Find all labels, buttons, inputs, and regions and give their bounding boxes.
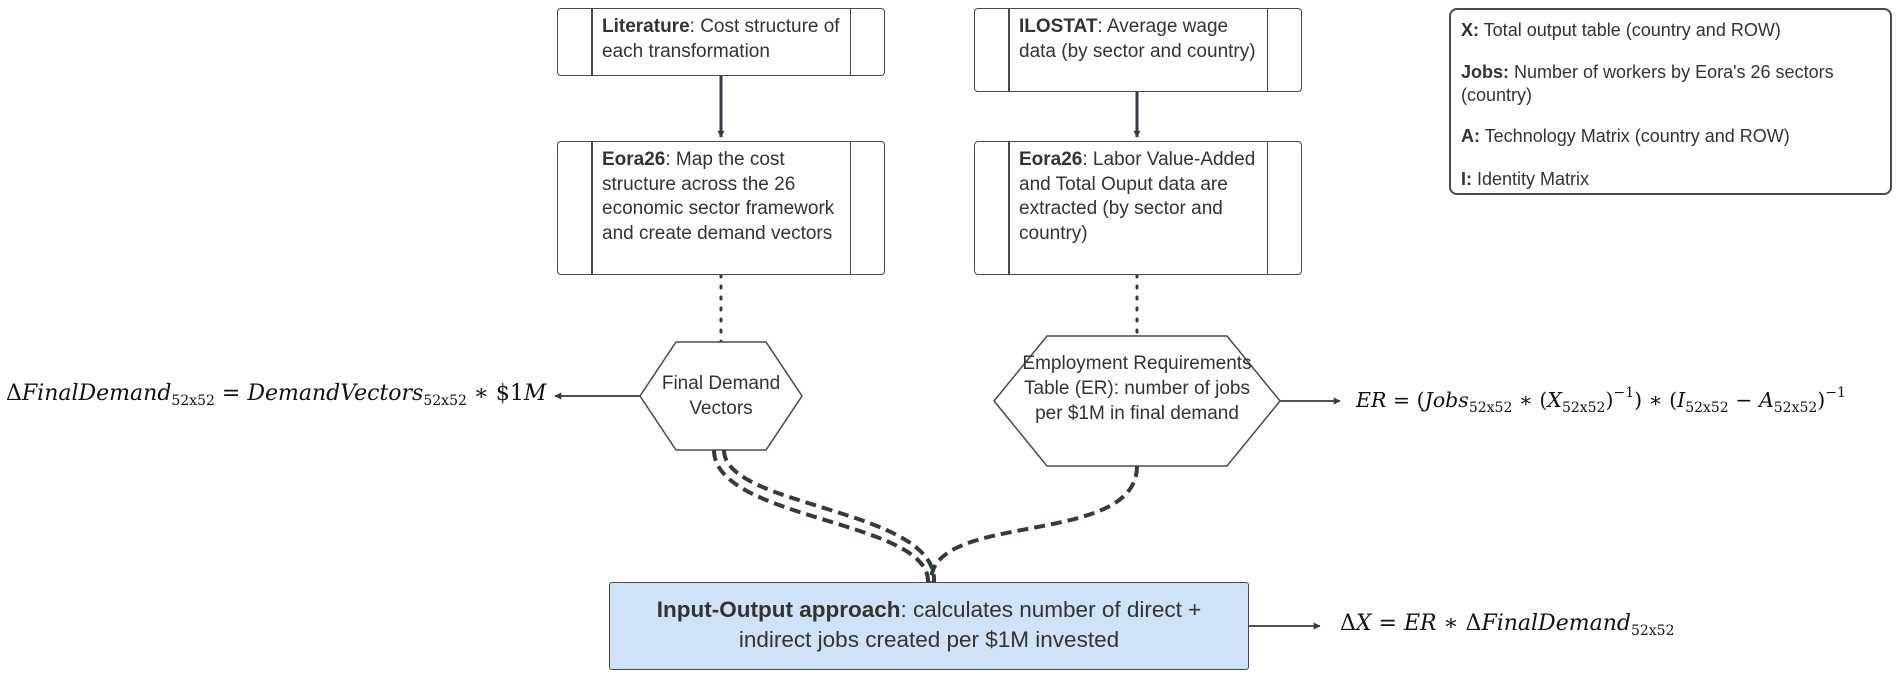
legend-item-a: A: Technology Matrix (country and ROW) — [1461, 125, 1882, 148]
eora-right-box-text: : Labor Value-Added and Total Ouput data… — [1019, 149, 1256, 244]
legend-text-a: Technology Matrix (country and ROW) — [1480, 126, 1790, 146]
eora-right-box-title: Eora26 — [1019, 149, 1083, 170]
legend-item-x: X: Total output table (country and ROW) — [1461, 19, 1882, 42]
eora-left-box-text: : Map the cost structure across the 26 e… — [602, 149, 835, 244]
input-output-title: Input-Output approach — [656, 597, 901, 622]
eora-right-box: Eora26: Labor Value-Added and Total Oupu… — [974, 141, 1302, 275]
final-demand-formula: ΔFinalDemand52x52 = DemandVectors52x52 ∗… — [6, 381, 547, 409]
eora-left-box-title: Eora26 — [602, 149, 666, 170]
dashed-final-demand-to-io-b — [722, 449, 937, 583]
input-output-text: : calculates number of direct + indirect… — [738, 597, 1202, 652]
legend-item-jobs: Jobs: Number of workers by Eora's 26 sec… — [1461, 61, 1882, 107]
final-demand-label: Final Demand Vectors — [661, 373, 781, 419]
legend-key-x: X: — [1461, 20, 1479, 40]
legend-text-i: Identity Matrix — [1472, 169, 1590, 189]
input-output-box: Input-Output approach: calculates number… — [609, 582, 1249, 670]
delta-x-formula: ΔX = ER ∗ ΔFinalDemand52x52 — [1340, 611, 1675, 639]
er-formula: ER = (Jobs52x52 ∗ (X52x52)−1) ∗ (I52x52 … — [1356, 385, 1846, 416]
literature-box-title: Literature — [602, 16, 690, 37]
legend-key-i: I: — [1461, 169, 1472, 189]
dashed-employment-to-io — [928, 465, 1139, 583]
legend-text-x: Total output table (country and ROW) — [1479, 20, 1781, 40]
ilostat-box: ILOSTAT: Average wage data (by sector an… — [974, 8, 1302, 92]
eora-left-box: Eora26: Map the cost structure across th… — [557, 141, 885, 275]
legend-key-jobs: Jobs: — [1461, 62, 1510, 82]
employment-requirements-label: Employment Requirements Table (ER): numb… — [1022, 353, 1252, 424]
final-demand-hexagon — [639, 341, 803, 451]
ilostat-box-title: ILOSTAT — [1019, 16, 1098, 37]
legend-text-jobs: Number of workers by Eora's 26 sectors (… — [1461, 62, 1834, 105]
legend-key-a: A: — [1461, 126, 1480, 146]
legend-item-i: I: Identity Matrix — [1461, 168, 1882, 191]
dashed-final-demand-to-io-a — [712, 449, 931, 583]
ilostat-box-text: : Average wage data (by sector and count… — [1019, 16, 1256, 62]
literature-box-text: : Cost structure of each transformation — [602, 16, 840, 62]
literature-box: Literature: Cost structure of each trans… — [557, 8, 885, 76]
legend-box: X: Total output table (country and ROW) … — [1449, 8, 1892, 195]
